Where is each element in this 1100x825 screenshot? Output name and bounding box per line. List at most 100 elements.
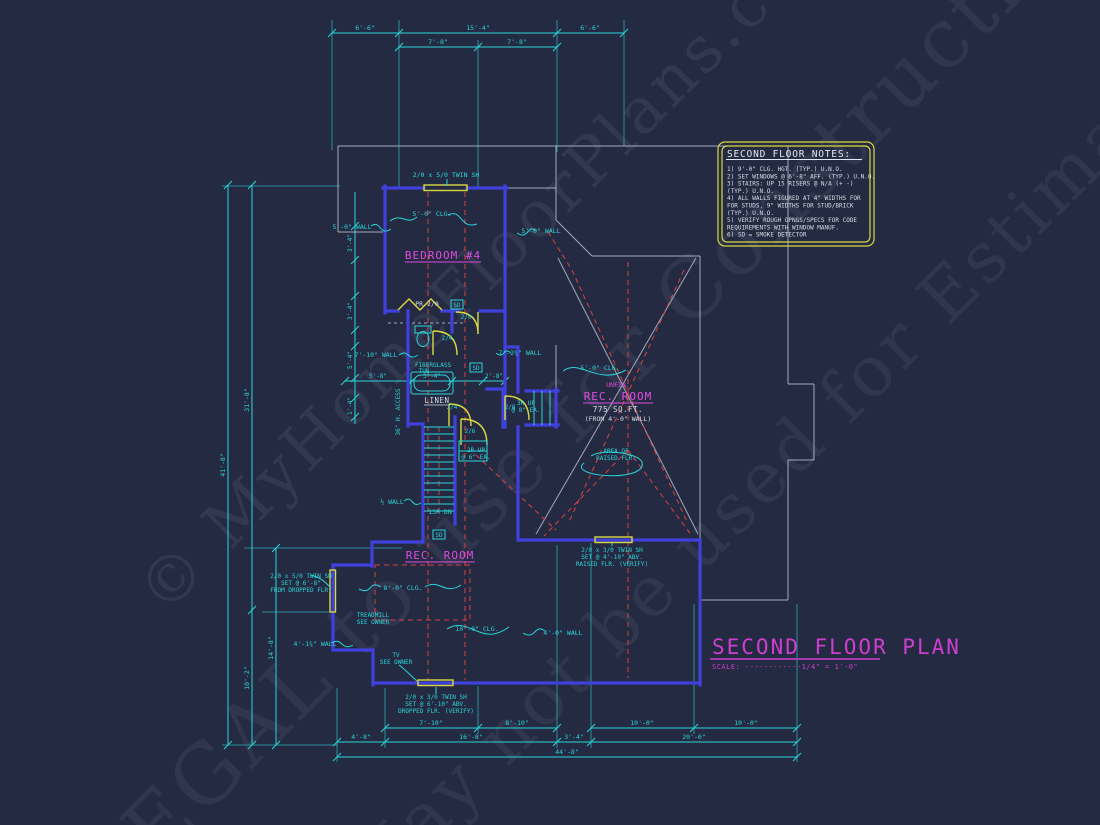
notes-line: 4) ALL WALLS FIGURED AT 4" WIDTHS FOR <box>727 195 861 202</box>
window-dropped-floor <box>417 679 454 687</box>
notes-line: 2) SET WINDOWS @ 6'-8" AFF. (TYP.) U.N.O… <box>727 173 875 180</box>
leader-lines <box>310 179 643 694</box>
door-callout: 2/0 <box>461 314 472 321</box>
room-label-bedroom4: BEDROOM #4 <box>405 249 481 262</box>
wall-callout: 7'-10" WALL <box>354 351 397 359</box>
dim-label: 7'-10" <box>419 719 442 727</box>
window-callout: SET @ 4'-10" ABV. <box>581 554 642 561</box>
dim-label: 10'-2" <box>243 666 251 689</box>
door-callout: 2/6 <box>465 428 476 435</box>
notes-line: (TYP.) U.N.O. <box>727 210 774 217</box>
dim-label: 5'-4" <box>347 351 354 369</box>
wall-callout: 5'-0" WALL <box>521 227 560 235</box>
smoke-detector-label: SD <box>472 365 480 372</box>
dim-label: 3'-4" <box>347 302 354 320</box>
door-callout: 2/4 <box>442 335 453 342</box>
windows-doors <box>329 184 633 687</box>
wall-callout: 7'-2¾" WALL <box>498 349 541 357</box>
dim-label: 1'-4" <box>347 397 354 415</box>
window-callout: 2/0 x 3/0 TWIN SH <box>581 547 643 554</box>
tv-callout: TV <box>392 652 400 659</box>
steps-callout: @ 8" EA. <box>512 407 541 414</box>
ceiling-callout: 5'-0" CLG. <box>412 210 451 218</box>
window-callout: 2/0 x 5/0 TWIN SH <box>270 573 332 580</box>
dim-label: 5'-8" <box>369 373 387 380</box>
notes-line: FOR STUDS, 9" WIDTHS FOR STUD/BRICK <box>727 203 854 210</box>
tub-inner <box>413 374 451 392</box>
title-block: SECOND FLOOR PLAN SCALE: ------------1/4… <box>710 635 961 671</box>
room-label-rec-upper: REC. ROOM <box>584 390 653 403</box>
fixtures <box>410 299 551 540</box>
tv-callout: SEE OWNER <box>380 659 413 666</box>
dim-label: 3'-4" <box>564 733 584 741</box>
dimension-labels: 6'-6" 15'-4" 6'-6" 7'-8" 7'-8" 41'-8" 31… <box>219 24 758 756</box>
ceiling-callout: 5'-0" CLG. <box>580 364 619 372</box>
dim-label: 7'-8" <box>507 38 527 46</box>
stairs-callout: 13R DN <box>428 508 452 516</box>
room-area-label: 775 SQ.FT. <box>593 405 643 414</box>
raised-floor-callout: RAISED FLR. <box>596 455 636 462</box>
tub-outline <box>410 371 454 395</box>
ceiling-callout: 10'-0" CLG. <box>455 625 498 633</box>
dim-label: 7'-8" <box>428 38 448 46</box>
dim-label: 31'-8" <box>243 388 251 411</box>
window-callout: DROPPED FLR. (VERIFY) <box>398 708 474 715</box>
steps-callout: 3R UP <box>517 400 535 407</box>
treadmill-callout: SEE OWNER <box>357 619 390 626</box>
door-swing-2-4-linen <box>448 403 472 427</box>
door-swing-2-4-bath <box>432 330 458 356</box>
window-raised-floor <box>594 536 633 544</box>
door-callout: 2/8 <box>505 404 516 411</box>
plan-title: SECOND FLOOR PLAN <box>712 635 961 659</box>
dim-label: 3'-4" <box>347 234 354 252</box>
wall-callout: 4'-1¾" WALL <box>293 640 336 648</box>
extension-lines <box>222 20 798 762</box>
notes-line: 6) SD = SMOKE DETECTOR <box>727 232 807 239</box>
stair-treads <box>424 426 454 512</box>
room-label-linen: LINEN <box>424 396 449 405</box>
dim-label: 10'-0" <box>630 719 653 727</box>
window-callout: FROM DROPPED FLR. <box>270 587 331 594</box>
raised-floor-callout: AREA OF <box>603 448 629 455</box>
smoke-detector-box-3 <box>432 529 446 540</box>
notes-line: 3) STAIRS: UP 15 RISERS @ N/A (+ -) <box>727 181 853 188</box>
dim-label: 14'-8" <box>267 636 275 659</box>
bifold-closet-doors <box>397 298 443 311</box>
plan-scale: SCALE: ------------1/4" = 1'-0" <box>712 663 858 671</box>
notes-line: (TYP.) U.N.O. <box>727 188 774 195</box>
door-swing-2-8 <box>504 395 530 421</box>
window-callout: SET @ 6'-8" <box>281 580 321 587</box>
tub-callout: FIBERGLASS <box>415 362 452 369</box>
dim-label: 15'-4" <box>466 24 489 32</box>
dim-label: 4'-8" <box>351 733 371 741</box>
ceiling-callout: 8'-0" CLG. <box>383 584 422 592</box>
dim-label: 10'-0" <box>734 719 757 727</box>
window-bedroom-top <box>423 184 468 192</box>
dim-label: 6'-6" <box>355 24 375 32</box>
smoke-detector-box-1 <box>450 299 464 310</box>
window-callout: RAISED FLR. (VERIFY) <box>576 561 648 568</box>
window-nook <box>329 569 337 613</box>
dimension-lines <box>223 28 802 762</box>
walls <box>331 184 702 687</box>
room-area-note: (FROM 4'-0" WALL) <box>585 415 652 423</box>
steps-3r <box>533 391 551 425</box>
steps-2r <box>458 440 488 462</box>
room-label-unfin: UNFIN. <box>606 381 629 389</box>
notes-line: 1) 9'-0" CLG. HGT. (TYP.) U.N.O. <box>727 166 843 173</box>
toilet-tank <box>414 325 432 334</box>
dim-label: 41'-8" <box>219 453 227 476</box>
notes-title: SECOND FLOOR NOTES: <box>727 149 851 160</box>
dim-label: 6'-6" <box>580 24 600 32</box>
smoke-detector-label: SD <box>435 532 443 539</box>
treadmill-callout: TREADMILL <box>357 612 390 619</box>
tub-callout: TUB <box>419 368 430 375</box>
dim-label: 3'-4" <box>423 373 441 380</box>
door-callout: PR 2/0 <box>415 300 439 308</box>
window-callout: SET @ 6'-10" ABV. <box>405 701 466 708</box>
toilet-icon <box>416 331 430 347</box>
wall-callout: ½ WALL <box>380 498 404 506</box>
dim-label: 8'-10" <box>505 719 528 727</box>
